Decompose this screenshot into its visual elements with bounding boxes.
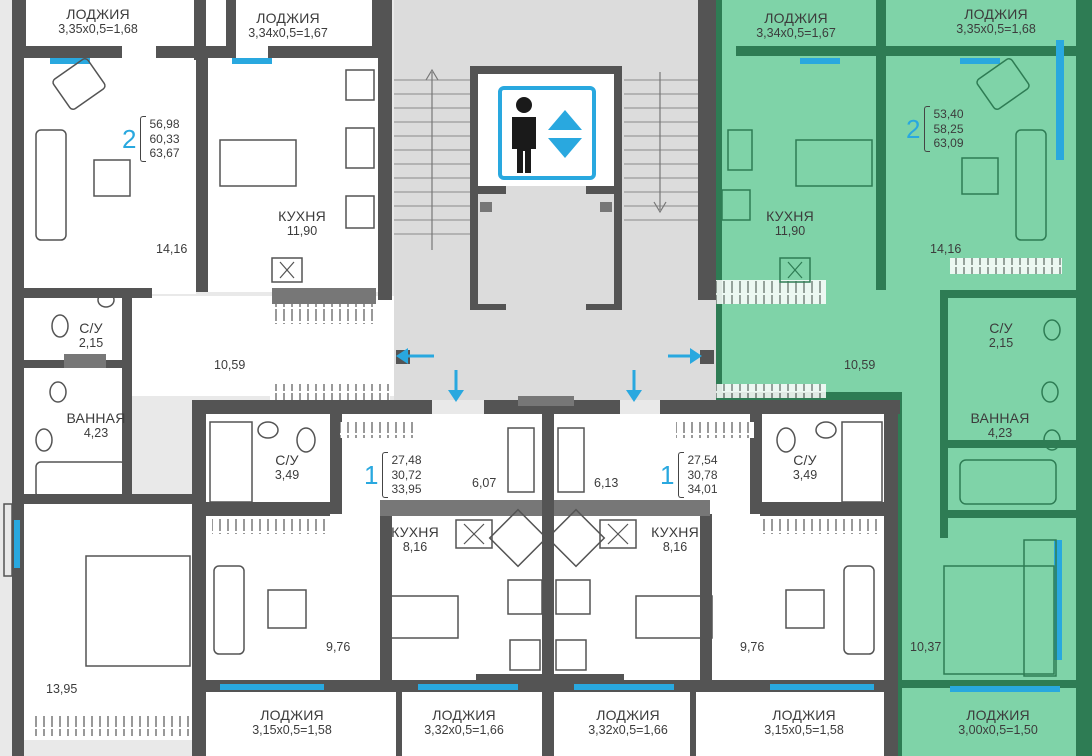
door-threshold <box>518 396 574 406</box>
elevator-person-up-down-icon <box>498 86 596 180</box>
wall <box>476 674 542 684</box>
hall-center-right-area: 6,13 <box>594 476 619 490</box>
living-center-left-area: 9,76 <box>326 640 351 654</box>
living-center-right-area: 9,76 <box>740 640 765 654</box>
wall <box>554 674 624 684</box>
apartment-1-center-right <box>546 400 900 756</box>
blue-arrow-icon <box>396 348 702 402</box>
hall-left-area: 10,59 <box>214 358 246 372</box>
hall-center-left-area: 6,07 <box>472 476 497 490</box>
stair-core <box>394 0 716 400</box>
hall-right-area: 10,59 <box>844 358 876 372</box>
bedroom-right-area: 10,37 <box>910 640 942 654</box>
living-left-area: 14,16 <box>156 242 188 256</box>
apartment-1-center-left <box>192 400 608 756</box>
apartment-2-left <box>3 0 394 756</box>
bedroom-left-area: 13,95 <box>46 682 78 696</box>
living-right-area: 14,16 <box>930 242 962 256</box>
